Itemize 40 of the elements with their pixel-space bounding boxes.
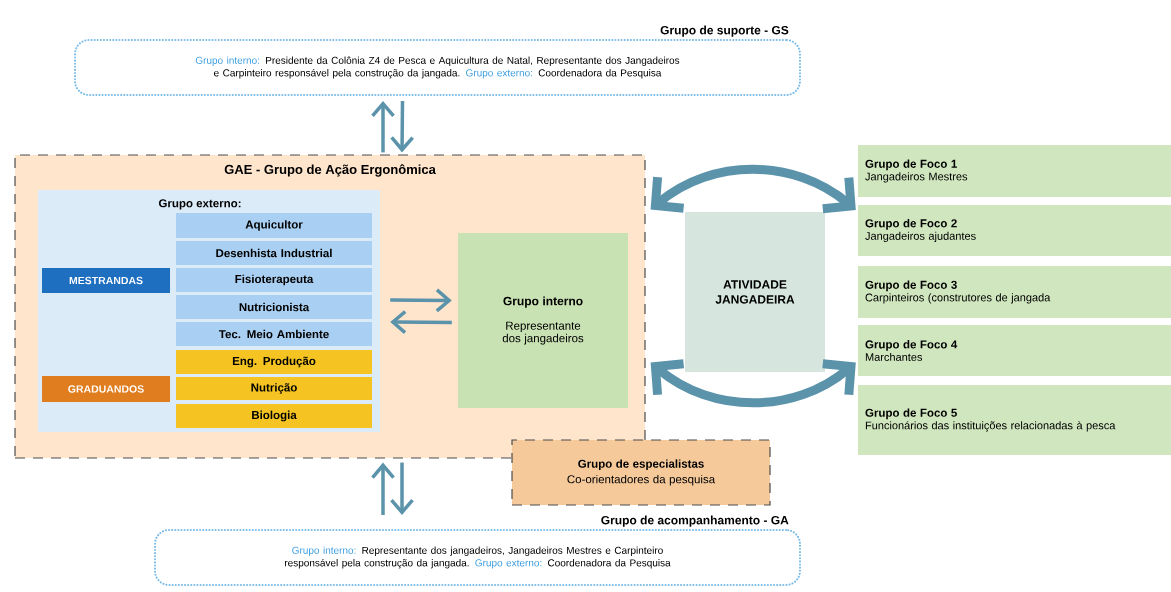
arrow <box>390 310 452 334</box>
node-label: Grupo externo: <box>475 559 542 569</box>
arrow <box>390 462 414 515</box>
focus-group-box: Grupo de Foco 2 Jangadeiros ajudantes <box>858 205 1171 256</box>
node-label: Grupo interno: <box>292 546 356 556</box>
dotted-group-box: Grupo interno: Representante dos jangadeiros, Jangadeiros Mestres e Carpinteiro responsável pela construção da jangada. Grupo externo: Coordenadora da Pesquisa <box>154 529 801 586</box>
group-title: Grupo de acompanhamento - GA <box>601 515 789 527</box>
category-tag: MESTRANDAS <box>42 268 170 293</box>
focus-group-box: Grupo de Foco 5 Funcionários das instituições relacionadas à pesca <box>858 385 1171 455</box>
focus-group-box: Grupo de Foco 1 Jangadeiros Mestres <box>858 145 1171 197</box>
arrow <box>650 359 856 408</box>
arrow <box>650 164 856 214</box>
node-label: Coordenadora da Pesquisa <box>538 69 662 79</box>
group-box: Grupo interno Representante dos jangadeiros <box>458 233 628 408</box>
category-tag: GRADUANDOS <box>42 376 170 402</box>
role-bar: Eng. Produção <box>176 350 372 374</box>
role-bar: Tec. Meio Ambiente <box>176 322 372 346</box>
focus-group-box: Grupo de Foco 4 Marchantes <box>858 325 1171 376</box>
node-label: e Carpinteiro responsável pela construção da jangada. <box>214 68 460 79</box>
dotted-group-box: Grupo interno: Presidente da Colônia Z4 de Pesca e Aquicultura de Natal, Representante dos Jangadeiros e Carpinteiro responsável pela construção da jangada. Grupo externo: Coordenadora da Pesquisa <box>74 39 801 96</box>
arrow <box>371 101 395 153</box>
role-bar: Nutricionista <box>176 295 372 319</box>
role-bar: Nutrição <box>176 377 372 400</box>
node-label: responsável pela construção da jangada. <box>284 558 469 569</box>
node-label: Coordenadora da Pesquisa <box>547 559 671 569</box>
focus-group-box: Grupo de Foco 3 Carpinteiros (construtores de jangada <box>858 266 1171 318</box>
node-label: Grupo interno: <box>195 56 260 66</box>
node-label: Grupo externo: <box>466 69 533 79</box>
arrow <box>390 101 414 153</box>
role-bar: Fisioterapeuta <box>176 268 372 292</box>
arrow <box>390 288 452 313</box>
arrow <box>371 462 395 515</box>
node-label: Representante dos jangadeiros, Jangadeiros Mestres e Carpinteiro <box>362 546 663 556</box>
node-label: Presidente da Colônia Z4 de Pesca e Aquicultura de Natal, Representante dos Jangadeiros <box>266 56 680 66</box>
role-bar: Aquicultor <box>176 213 372 238</box>
group-box: Grupo de especialistas Co-orientadores da pesquisa <box>511 439 771 506</box>
group-title: Grupo de suporte - GS <box>660 25 789 37</box>
role-bar: Biologia <box>176 404 372 428</box>
activity-box: ATIVIDADE JANGADEIRA <box>685 212 825 372</box>
role-bar: Desenhista Industrial <box>176 241 372 265</box>
